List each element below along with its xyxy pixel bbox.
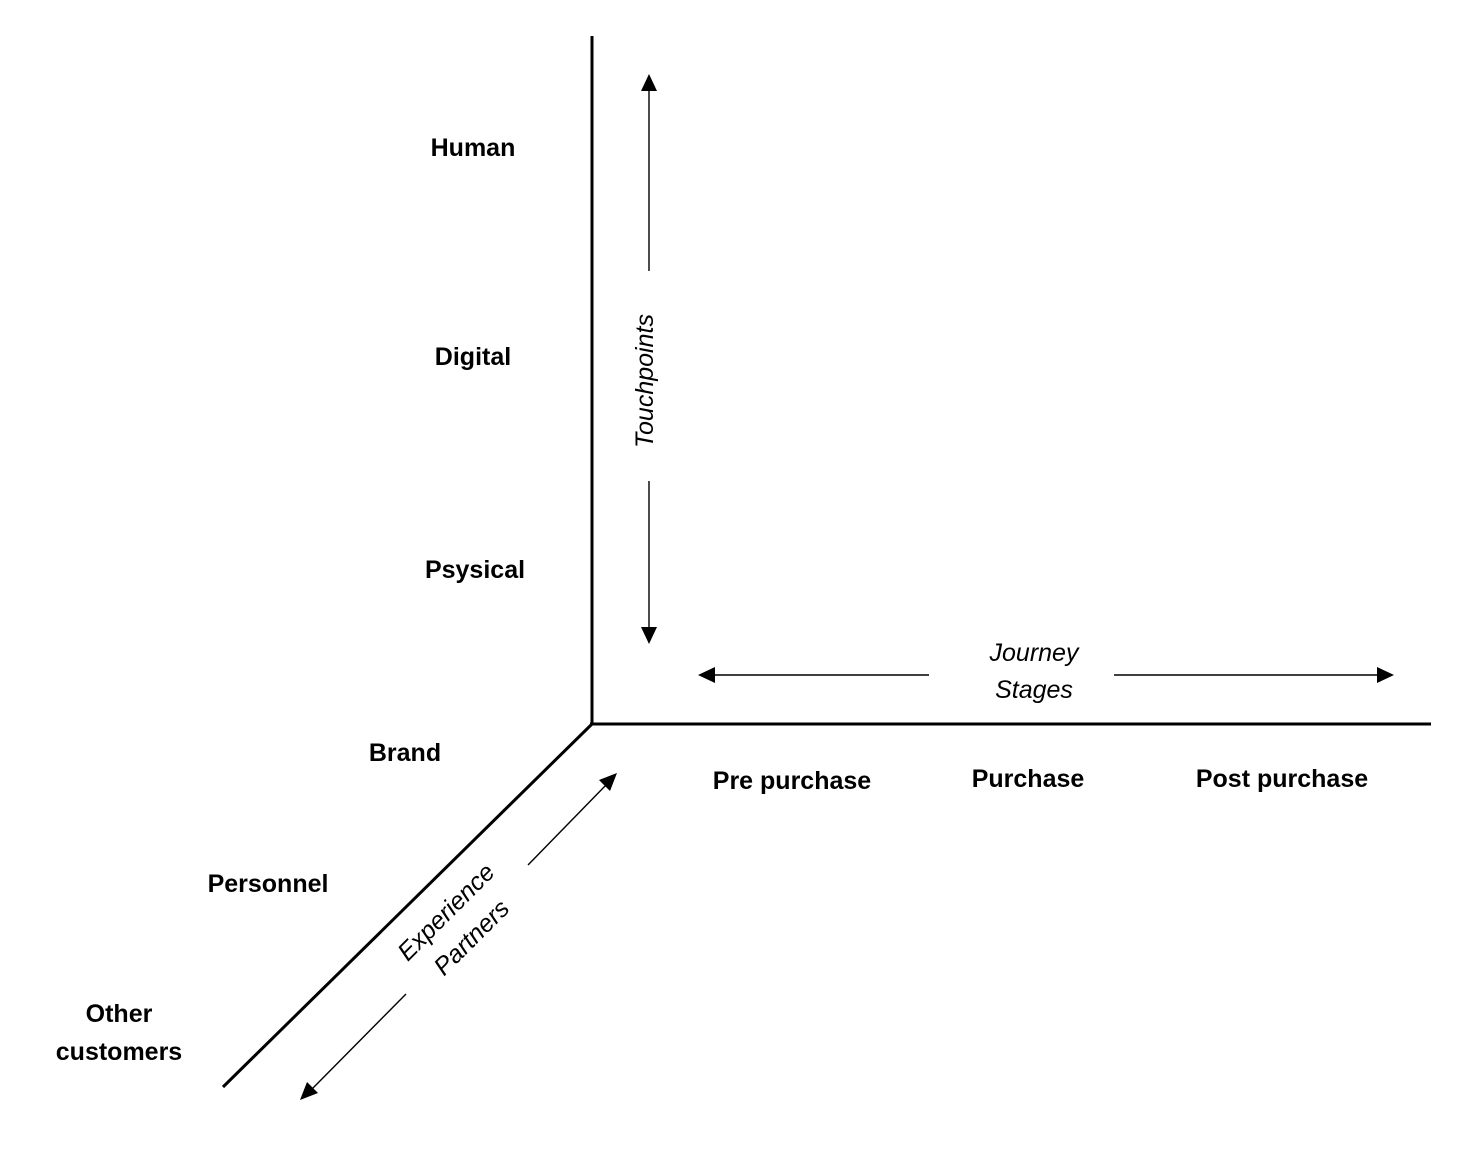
touchpoint-psysical: Psysical bbox=[425, 556, 525, 584]
partners-axis-label: Experience Partners bbox=[392, 858, 515, 981]
partner-other-customers-line2: customers bbox=[56, 1038, 182, 1066]
partner-personnel: Personnel bbox=[208, 870, 329, 898]
experience-partners-arrow bbox=[300, 773, 617, 1100]
touchpoints-axis-label: Touchpoints bbox=[631, 314, 659, 448]
journey-arrow-right-head bbox=[1377, 667, 1394, 683]
touchpoint-digital: Digital bbox=[435, 343, 511, 371]
journey-axis-label-line1: Journey bbox=[989, 639, 1080, 667]
touchpoints-arrow-up-head bbox=[641, 74, 657, 91]
stage-post-purchase: Post purchase bbox=[1196, 765, 1368, 793]
partners-arrow-lower-head bbox=[300, 1082, 318, 1100]
touchpoints-arrow-down-head bbox=[641, 627, 657, 644]
partners-arrow-lower-line bbox=[311, 993, 407, 1090]
partner-brand: Brand bbox=[369, 739, 441, 767]
diagonal-axis bbox=[221, 722, 594, 1089]
partners-arrow-upper-head bbox=[599, 773, 617, 791]
touchpoints-arrow bbox=[641, 74, 657, 644]
stage-pre-purchase: Pre purchase bbox=[713, 767, 872, 795]
journey-stages-arrow bbox=[698, 667, 1394, 683]
partners-arrow-upper-line bbox=[527, 783, 608, 866]
partner-other-customers-line1: Other bbox=[86, 1000, 153, 1028]
journey-axis-label-line2: Stages bbox=[995, 676, 1073, 704]
touchpoint-human: Human bbox=[431, 134, 516, 162]
stage-purchase: Purchase bbox=[972, 765, 1085, 793]
journey-arrow-left-head bbox=[698, 667, 715, 683]
